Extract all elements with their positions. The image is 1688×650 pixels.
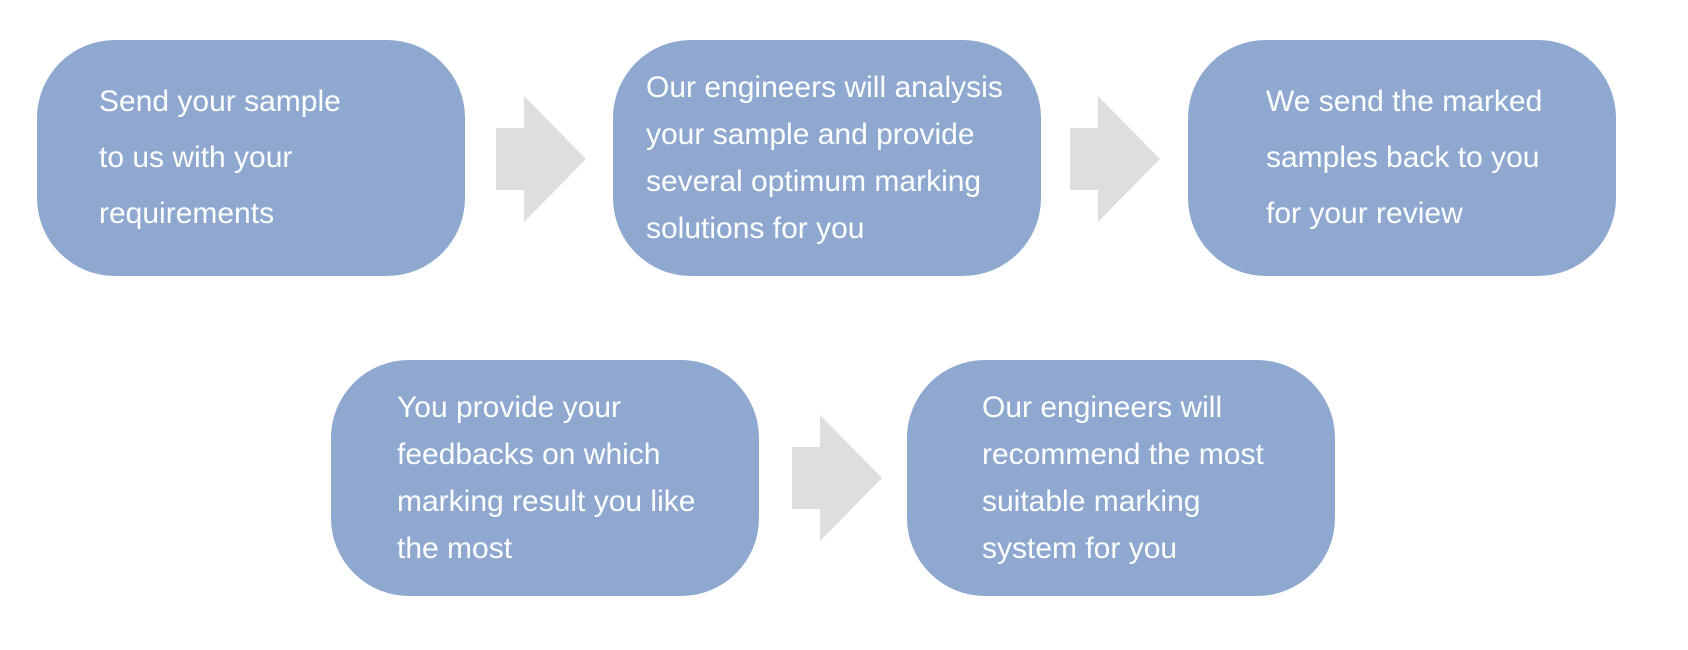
step-1-line-2: to us with your — [99, 141, 293, 174]
step-3-line-2: samples back to you — [1266, 141, 1540, 174]
step-5-line-2: recommend the most — [982, 438, 1264, 471]
step-5-box: Our engineers will recommend the most su… — [907, 360, 1335, 596]
step-2-box: Our engineers will analysis your sample … — [613, 40, 1041, 276]
step-5-line-1: Our engineers will — [982, 391, 1223, 424]
arrow-right-icon — [496, 96, 586, 222]
step-1-line-3: requirements — [99, 197, 275, 230]
step-4-line-1: You provide your — [397, 391, 622, 424]
step-4-line-3: marking result you like — [397, 485, 696, 518]
arrow-right-icon — [792, 415, 882, 541]
step-5-line-4: system for you — [982, 532, 1178, 565]
step-3-line-1: We send the marked — [1266, 85, 1543, 118]
step-1-box: Send your sample to us with your require… — [37, 40, 465, 276]
step-2-line-1: Our engineers will analysis — [646, 71, 1003, 104]
step-4-box: You provide your feedbacks on which mark… — [331, 360, 759, 596]
step-4-line-4: the most — [397, 532, 513, 565]
step-3-box: We send the marked samples back to you f… — [1188, 40, 1616, 276]
step-2-line-3: several optimum marking — [646, 165, 982, 198]
step-2-line-2: your sample and provide — [646, 118, 975, 151]
step-3-line-3: for your review — [1266, 197, 1463, 230]
step-4-line-2: feedbacks on which — [397, 438, 661, 471]
arrow-right-icon — [1070, 96, 1160, 222]
step-1-line-1: Send your sample — [99, 85, 341, 118]
step-2-line-4: solutions for you — [646, 212, 865, 245]
step-5-line-3: suitable marking — [982, 485, 1201, 518]
